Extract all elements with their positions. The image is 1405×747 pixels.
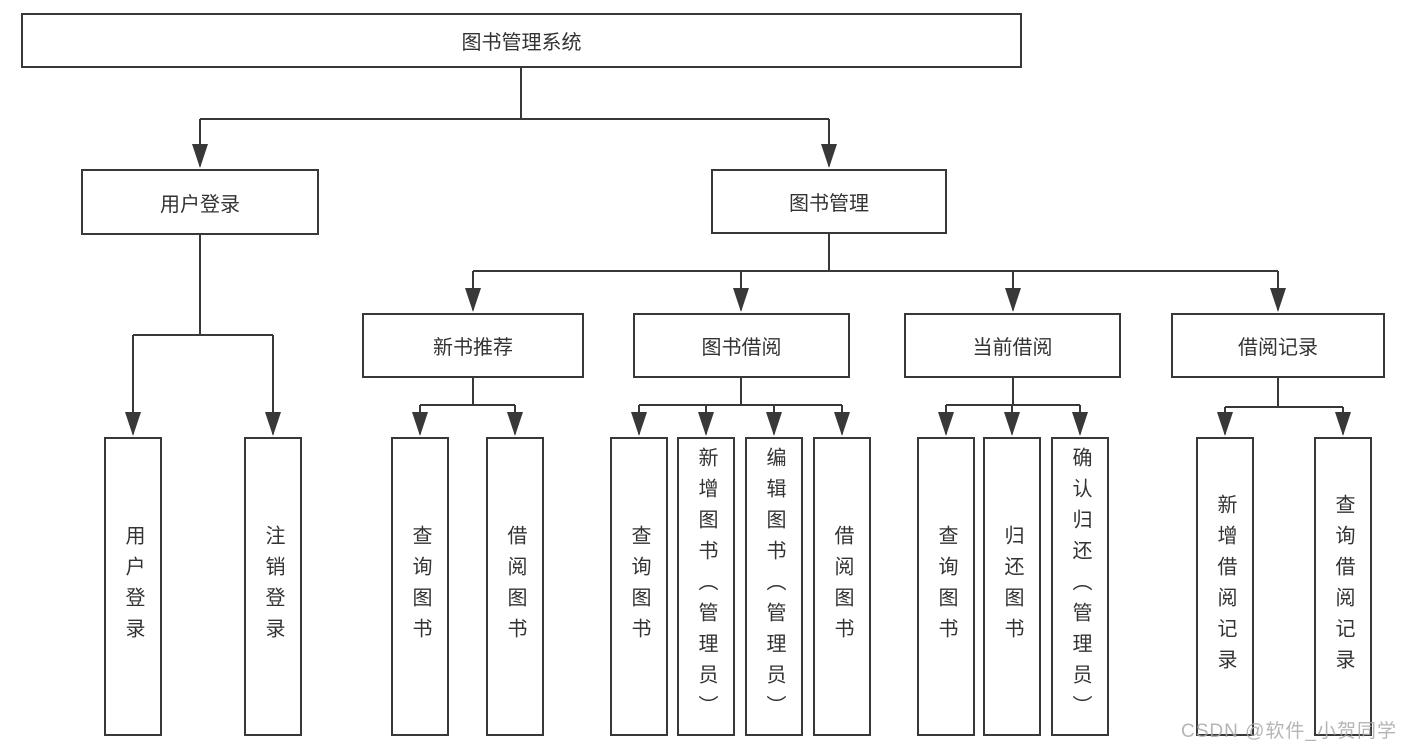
leaf-user-login: 用户登录 (104, 437, 162, 736)
leaf-logout-login: 注销登录 (244, 437, 302, 736)
node-book-management-label: 图书管理 (789, 193, 869, 215)
node-book-management: 图书管理 (711, 169, 947, 234)
csdn-watermark: CSDN @软件_小贺同学 (1181, 721, 1397, 742)
node-new-book-recommend-label: 新书推荐 (433, 337, 513, 359)
leaf-logout-login-label: 注销登录 (262, 524, 284, 649)
leaf-current-confirm-return-admin: 确认归还（管理员） (1051, 437, 1109, 736)
leaf-record-add-borrow-record: 新增借阅记录 (1196, 437, 1254, 736)
leaf-newbook-query-book: 查询图书 (391, 437, 449, 736)
leaf-borrow-edit-book-admin-label: 编辑图书（管理员） (763, 447, 785, 726)
leaf-current-return-book-label: 归还图书 (1001, 524, 1023, 649)
leaf-borrow-query-book-label: 查询图书 (628, 524, 650, 649)
leaf-borrow-query-book: 查询图书 (610, 437, 668, 736)
leaf-borrow-borrow-book: 借阅图书 (813, 437, 871, 736)
leaf-current-query-book: 查询图书 (917, 437, 975, 736)
node-current-borrow-label: 当前借阅 (972, 337, 1053, 359)
node-book-borrow: 图书借阅 (633, 313, 850, 378)
node-user-login: 用户登录 (81, 169, 319, 235)
leaf-borrow-borrow-book-label: 借阅图书 (831, 524, 853, 649)
leaf-borrow-add-book-admin-label: 新增图书（管理员） (695, 447, 717, 726)
leaf-current-confirm-return-admin-label: 确认归还（管理员） (1069, 447, 1091, 726)
leaf-current-query-book-label: 查询图书 (935, 524, 957, 649)
node-root-label: 图书管理系统 (461, 32, 582, 54)
leaf-user-login-label: 用户登录 (122, 524, 144, 649)
node-current-borrow: 当前借阅 (904, 313, 1121, 378)
leaf-current-return-book: 归还图书 (983, 437, 1041, 736)
node-borrow-record: 借阅记录 (1171, 313, 1385, 378)
leaf-record-query-borrow-record-label: 查询借阅记录 (1332, 493, 1354, 680)
node-book-borrow-label: 图书借阅 (701, 337, 782, 359)
node-new-book-recommend: 新书推荐 (362, 313, 584, 378)
leaf-borrow-edit-book-admin: 编辑图书（管理员） (745, 437, 803, 736)
leaf-newbook-query-book-label: 查询图书 (409, 524, 431, 649)
leaf-borrow-add-book-admin: 新增图书（管理员） (677, 437, 735, 736)
leaf-record-add-borrow-record-label: 新增借阅记录 (1214, 493, 1236, 680)
node-borrow-record-label: 借阅记录 (1238, 337, 1318, 359)
leaf-record-query-borrow-record: 查询借阅记录 (1314, 437, 1372, 736)
leaf-newbook-borrow-book-label: 借阅图书 (504, 524, 526, 649)
node-root-system: 图书管理系统 (21, 13, 1022, 68)
node-user-login-label: 用户登录 (160, 193, 240, 216)
leaf-newbook-borrow-book: 借阅图书 (486, 437, 544, 736)
